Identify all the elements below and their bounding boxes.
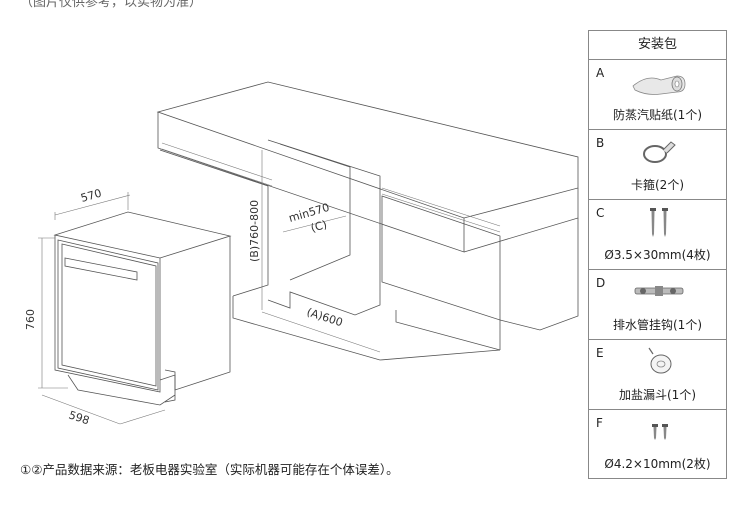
kit-item-c: C Ø3.5×30mm(4枚)	[589, 200, 726, 270]
kit-item-label: Ø3.5×30mm(4枚)	[604, 248, 711, 262]
kit-item-e: E 加盐漏斗(1个)	[589, 340, 726, 410]
dim-cabinet-height-label: (B)760-800	[248, 200, 261, 262]
install-kit-title: 安装包	[589, 31, 726, 60]
kit-item-f: F Ø4.2×10mm(2枚)	[589, 410, 726, 478]
kit-item-b: B 卡箍(2个)	[589, 130, 726, 200]
kit-item-label: 加盐漏斗(1个)	[619, 388, 696, 402]
funnel-icon	[648, 347, 672, 374]
kit-item-letter: B	[596, 136, 605, 150]
kit-item-letter: E	[596, 346, 604, 360]
kit-item-label: 防蒸汽贴纸(1个)	[613, 108, 702, 122]
screw-icon	[650, 208, 668, 237]
sticker-roll-icon	[632, 75, 686, 95]
short-screw-icon	[652, 424, 668, 440]
dim-depth-label: 570	[79, 187, 103, 205]
dim-height-label: 760	[24, 309, 37, 330]
kit-item-label: 卡箍(2个)	[631, 178, 684, 192]
kit-item-label: Ø4.2×10mm(2枚)	[604, 457, 711, 471]
dim-cabinet-depth-c-label: (C)	[309, 218, 328, 235]
kit-item-letter: C	[596, 206, 605, 220]
dishwasher-drawing	[53, 211, 232, 406]
kit-item-letter: A	[596, 66, 605, 80]
kit-item-letter: F	[596, 416, 603, 430]
kit-item-a: A 防蒸汽贴纸(1个)	[589, 60, 726, 130]
kit-item-d: D 排水管挂钩(1个)	[589, 270, 726, 340]
clamp-icon	[643, 141, 676, 163]
kit-item-label: 排水管挂钩(1个)	[613, 318, 702, 332]
disclaimer-top: （图片仅供参考，以实物为准）	[20, 0, 203, 10]
drain-hook-icon	[634, 286, 684, 296]
cabinet-drawing	[156, 81, 579, 361]
kit-item-letter: D	[596, 276, 606, 290]
install-kit-panel: 安装包 A 防蒸汽贴纸(1个) B 卡箍(2个) C Ø3.5×30mm(4枚)…	[588, 30, 727, 479]
dim-width-label: 598	[67, 408, 91, 427]
footnote: ①②产品数据来源：老板电器实验室（实际机器可能存在个体误差）。	[20, 462, 399, 477]
dimension-lines	[38, 150, 381, 425]
